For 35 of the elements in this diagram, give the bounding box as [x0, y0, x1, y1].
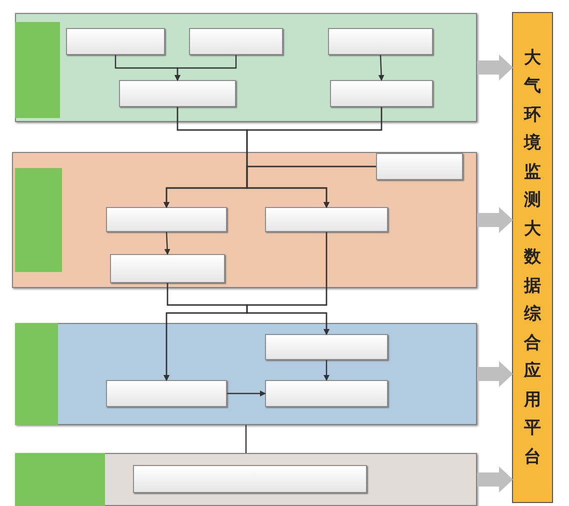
block-arrow — [477, 54, 513, 80]
platform-bar — [512, 12, 553, 503]
stage-panel — [15, 13, 477, 122]
label-strip — [15, 453, 105, 506]
process-box — [133, 465, 367, 493]
connector — [174, 55, 237, 81]
block-arrow — [477, 361, 513, 387]
stage-panel — [15, 453, 477, 506]
process-box — [106, 207, 227, 232]
process-box — [265, 380, 388, 407]
process-box — [265, 334, 388, 360]
connector — [246, 232, 330, 335]
process-box — [328, 28, 433, 55]
stage-panel — [15, 323, 477, 425]
process-box — [330, 80, 433, 107]
connector — [378, 54, 384, 81]
process-box — [376, 153, 463, 180]
connector — [245, 425, 247, 453]
stage-panel — [12, 152, 477, 288]
label-strip — [15, 323, 58, 425]
process-box — [119, 80, 236, 107]
process-box — [66, 28, 165, 55]
block-arrow — [477, 207, 513, 233]
connector — [246, 166, 376, 208]
process-box — [106, 380, 227, 407]
block-arrow — [477, 466, 513, 492]
process-box — [189, 28, 283, 55]
label-strip — [15, 22, 60, 118]
label-strip — [15, 168, 62, 272]
platform-title: 大气环境监测大数据综合应用平台 — [524, 46, 542, 469]
connector — [324, 360, 330, 381]
process-box — [110, 254, 225, 283]
connector — [164, 232, 170, 255]
process-box — [265, 207, 388, 232]
connector — [227, 390, 266, 396]
